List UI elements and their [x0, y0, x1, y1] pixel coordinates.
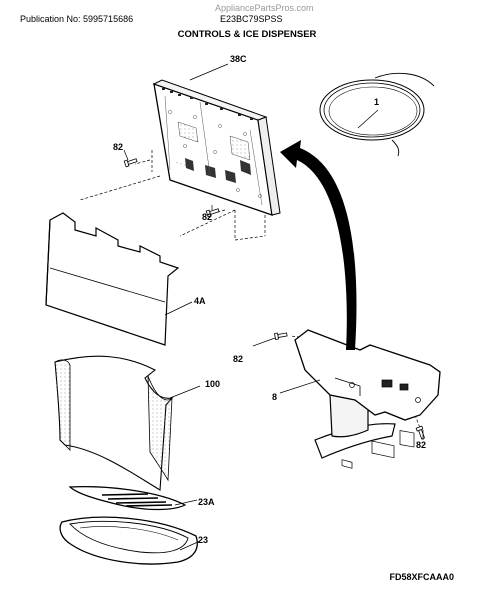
drip-tray-part-23	[59, 516, 198, 565]
callout-1: 1	[374, 97, 379, 107]
dispenser-assembly-part-8	[294, 329, 441, 469]
callout-38c: 38C	[230, 54, 247, 64]
callout-8: 8	[272, 392, 277, 402]
callout-100: 100	[205, 379, 220, 389]
diagram-code: FD58XFCAAA0	[389, 572, 454, 582]
watermark: AppliancePartsPros.com	[215, 3, 314, 13]
control-board-part-38c	[152, 79, 281, 216]
callout-82-dispenser-left: 82	[233, 354, 243, 364]
model-number: E23BC79SPSS	[220, 14, 283, 24]
assembly-direction-arrow	[280, 140, 357, 350]
screw-part-82	[123, 158, 426, 440]
cover-shield-part-4a	[45, 212, 180, 346]
page-title: CONTROLS & ICE DISPENSER	[177, 29, 317, 40]
tubing-coil-part-1	[319, 72, 435, 157]
callout-23: 23	[198, 535, 208, 545]
callout-4a: 4A	[194, 296, 206, 306]
leader-lines	[123, 63, 424, 551]
insulation-sheet-part-100	[54, 355, 174, 491]
drip-grille-part-23a	[68, 486, 187, 511]
publication-number: Publication No: 5995715686	[20, 14, 134, 24]
callout-82-dispenser-right: 82	[416, 440, 426, 450]
callout-82-board-bottom: 82	[202, 212, 212, 222]
callout-82-board-left: 82	[113, 142, 123, 152]
callout-23a: 23A	[198, 497, 215, 507]
